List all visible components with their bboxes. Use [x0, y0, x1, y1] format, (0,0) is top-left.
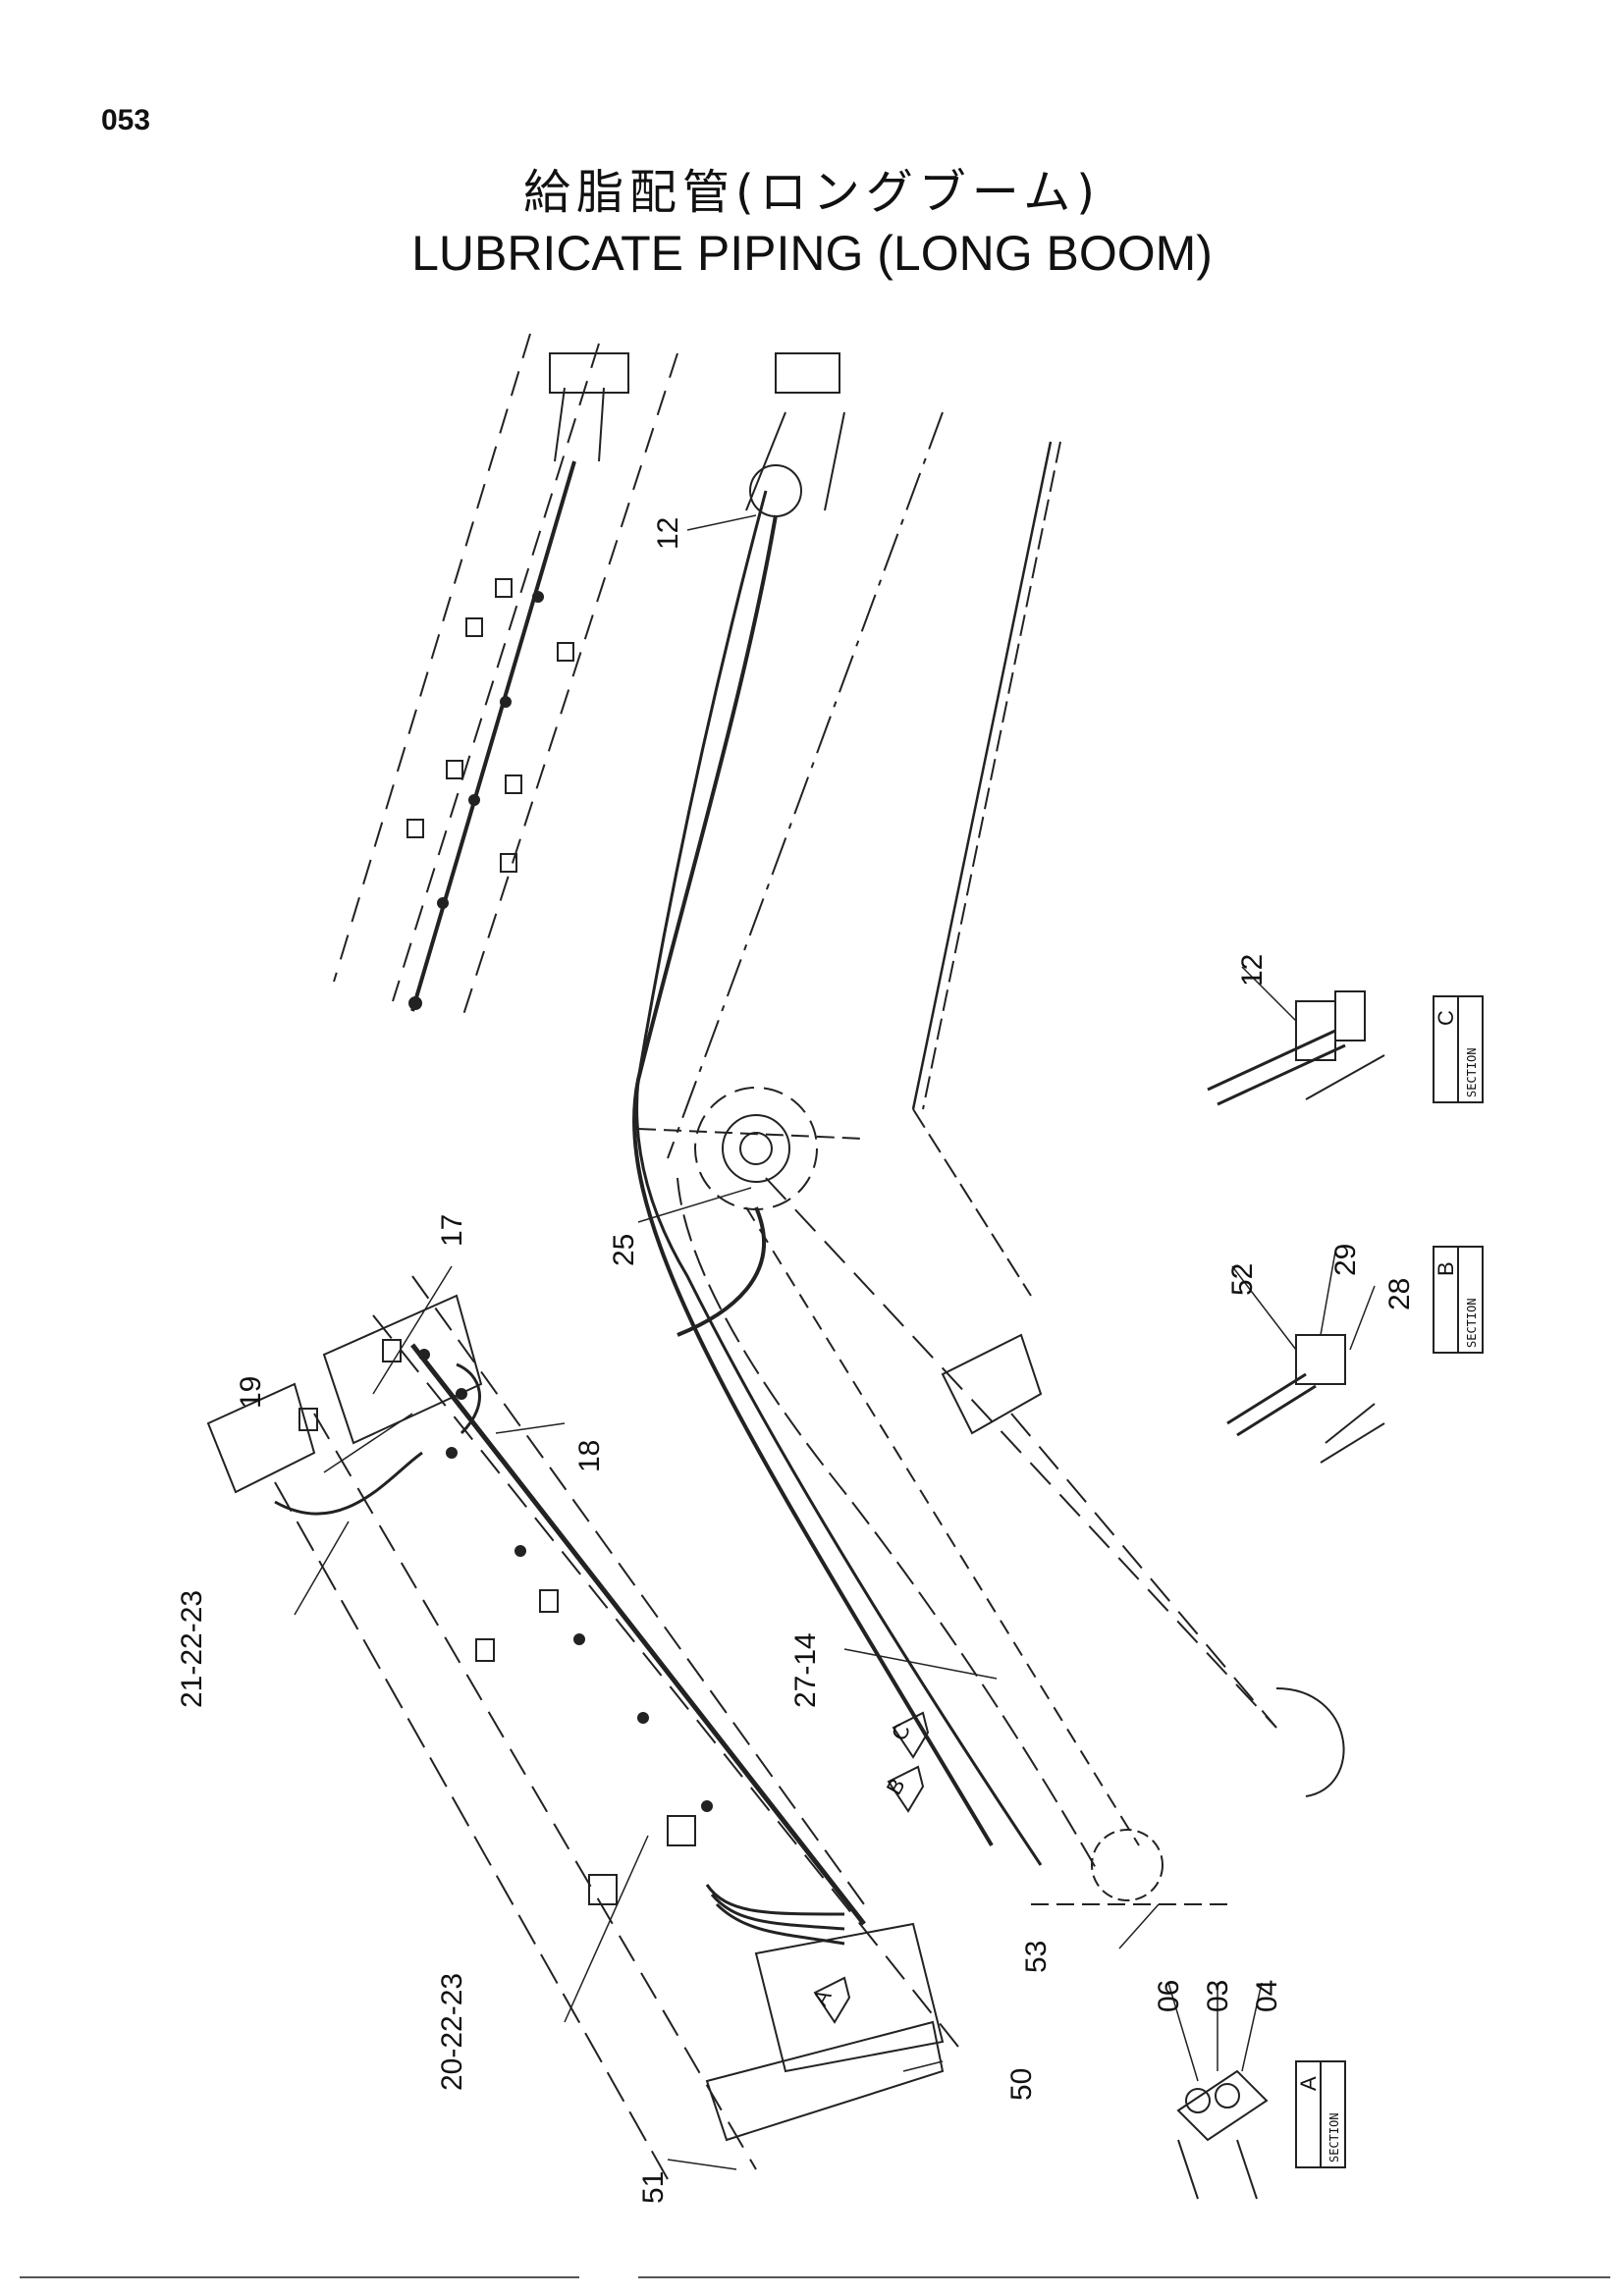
callout-labels: 12 25 17 19 18 21-22-23 27-14 53 20-22-2…: [176, 517, 1416, 2204]
callout-50: 50: [1005, 2068, 1038, 2101]
lower-bracket-marks: [298, 1339, 696, 1905]
boom-cylinder: [745, 1177, 1345, 1905]
callout-12: 12: [652, 517, 684, 550]
title-block: 給脂配管(ロングブーム) LUBRICATE PIPING (LONG BOOM…: [0, 162, 1624, 284]
callout-27-14: 27-14: [789, 1632, 822, 1708]
callout-06: 06: [1153, 1980, 1185, 2012]
section-a-label: SECTION: [1327, 2112, 1341, 2163]
callout-52: 52: [1226, 1263, 1259, 1296]
arrow-c-letter: C: [887, 1719, 916, 1744]
callout-51: 51: [637, 2171, 670, 2204]
section-b-letter: B: [1434, 1261, 1458, 1276]
callout-19: 19: [235, 1376, 267, 1409]
section-a-detail: [1176, 2069, 1269, 2200]
callout-12-section-c: 12: [1236, 954, 1269, 987]
upper-bracket-marks: [406, 578, 574, 873]
leader-lines: [294, 514, 1376, 2170]
lower-clamp-marks: [418, 1349, 713, 1812]
upper-clamp-marks: [408, 591, 544, 1010]
section-c-detail: [1207, 990, 1385, 1106]
main-boom: [632, 352, 1101, 1876]
section-tag-a: SECTION A: [1295, 2060, 1346, 2168]
callout-25: 25: [608, 1234, 640, 1266]
section-tag-c: SECTION C: [1433, 995, 1484, 1103]
section-a-letter: A: [1296, 2076, 1321, 2091]
section-c-letter: C: [1434, 1010, 1458, 1026]
section-c-label: SECTION: [1465, 1047, 1479, 1097]
callout-03: 03: [1202, 1980, 1234, 2012]
upper-boom-detail: [333, 333, 678, 1022]
callout-17: 17: [436, 1214, 468, 1247]
lower-boom-detail: [206, 1275, 963, 2180]
callout-18: 18: [573, 1440, 606, 1472]
callout-04: 04: [1251, 1980, 1283, 2012]
callout-20-22-23: 20-22-23: [436, 1973, 468, 2091]
section-b-label: SECTION: [1465, 1298, 1479, 1348]
view-arrows: C B A: [808, 1711, 930, 2024]
section-b-detail: [1226, 1334, 1385, 1464]
page-number: 053: [101, 104, 151, 136]
title-japanese: 給脂配管(ロングブーム): [522, 165, 1101, 220]
callout-21-22-23: 21-22-23: [176, 1590, 208, 1708]
title-english: LUBRICATE PIPING (LONG BOOM): [411, 226, 1213, 281]
callout-28: 28: [1383, 1278, 1416, 1310]
section-tag-b: SECTION B: [1433, 1246, 1484, 1354]
callout-53: 53: [1020, 1941, 1053, 1973]
callout-29: 29: [1329, 1244, 1362, 1276]
